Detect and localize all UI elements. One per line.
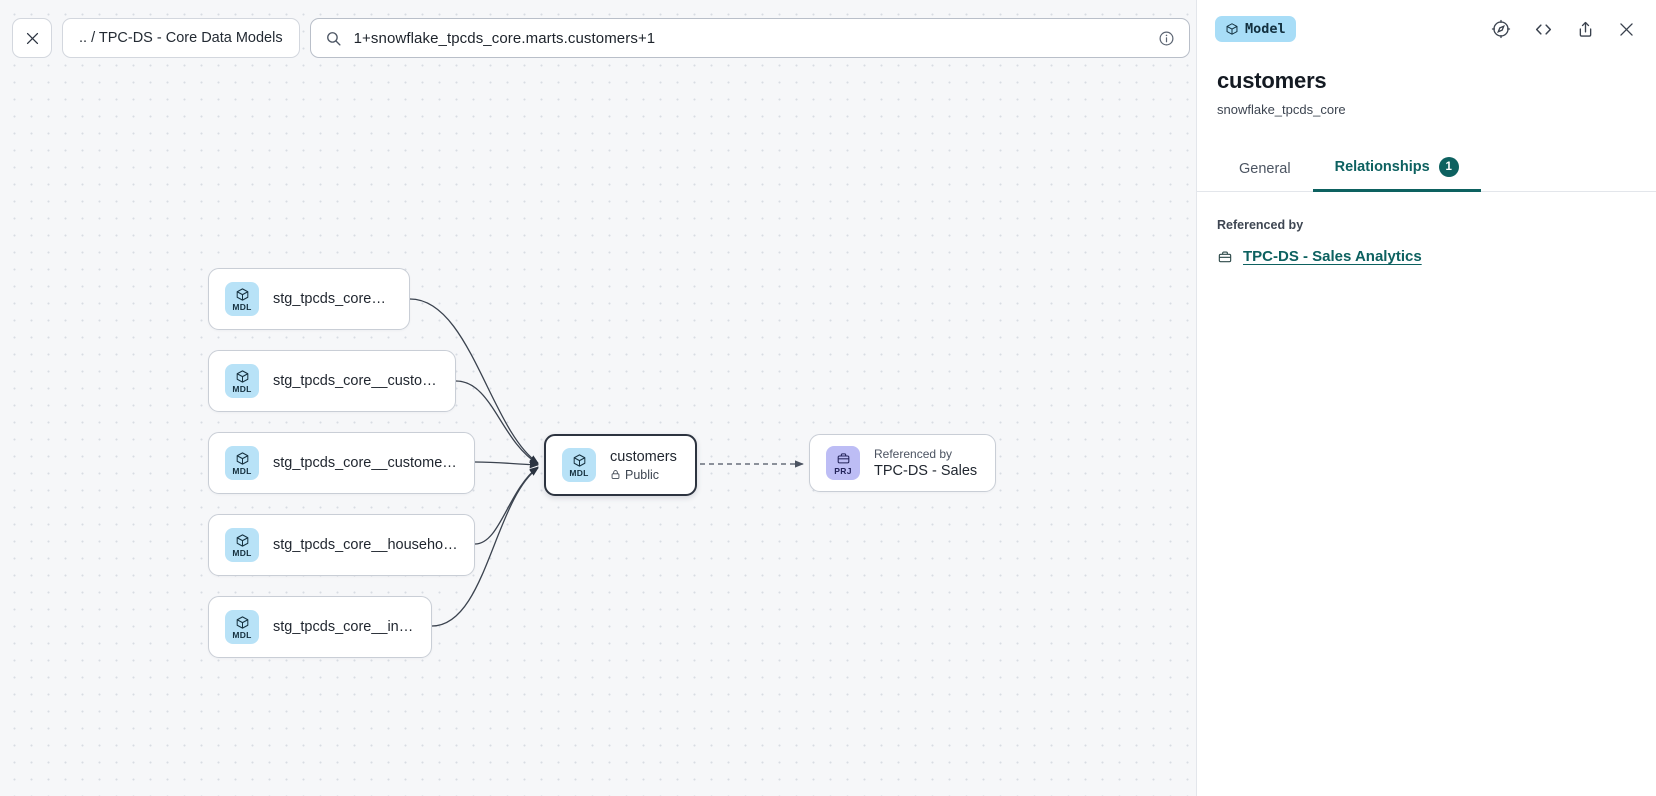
node-type-badge-mdl: MDL	[225, 364, 259, 398]
panel-content: Referenced by TPC-DS - Sales Analytics	[1197, 192, 1656, 265]
node-text: stg_tpcds_core__customer	[273, 291, 393, 307]
tab-label: General	[1239, 161, 1291, 177]
graph-node-selected-customers[interactable]: MDL customers Public	[544, 434, 697, 496]
node-visibility: Public	[610, 468, 677, 482]
cube-icon	[236, 615, 248, 629]
edge-4	[474, 466, 539, 545]
badge-label: MDL	[232, 383, 252, 394]
lineage-canvas[interactable]: .. / TPC-DS - Core Data Models 1+snowfla…	[0, 0, 1196, 796]
node-type-badge-mdl: MDL	[562, 448, 596, 482]
panel-header: customers snowflake_tpcds_core	[1197, 58, 1656, 117]
breadcrumb[interactable]: .. / TPC-DS - Core Data Models	[62, 18, 300, 58]
section-label-referenced-by: Referenced by	[1217, 218, 1304, 232]
node-title: stg_tpcds_core__customer_address	[273, 373, 439, 389]
code-icon[interactable]	[1533, 19, 1554, 40]
info-circle-icon[interactable]	[1158, 30, 1175, 47]
node-text: stg_tpcds_core__customer_address	[273, 373, 439, 389]
tab-count-badge: 1	[1438, 157, 1459, 177]
node-type-badge-prj: PRJ	[826, 446, 860, 480]
node-text: stg_tpcds_core__income_band	[273, 619, 415, 635]
edge-3	[474, 461, 539, 469]
panel-actions	[1491, 19, 1636, 40]
lineage-search[interactable]: 1+snowflake_tpcds_core.marts.customers+1	[309, 18, 1190, 58]
node-title: stg_tpcds_core__customer_demogra…	[273, 455, 458, 471]
node-text: stg_tpcds_core__household_demogr…	[273, 537, 458, 553]
badge-label: MDL	[232, 301, 252, 312]
tab-general[interactable]: General	[1217, 151, 1313, 192]
node-text: stg_tpcds_core__customer_demogra…	[273, 455, 458, 471]
search-input[interactable]: 1+snowflake_tpcds_core.marts.customers+1	[353, 29, 656, 47]
reference-link[interactable]: TPC-DS - Sales Analytics	[1243, 248, 1422, 265]
share-icon[interactable]	[1576, 20, 1595, 39]
briefcase-icon	[837, 452, 849, 463]
list-item[interactable]: TPC-DS - Sales Analytics	[1217, 248, 1636, 265]
close-icon	[1620, 22, 1633, 36]
badge-label: MDL	[232, 547, 252, 558]
close-icon	[26, 32, 38, 44]
canvas-toolbar: .. / TPC-DS - Core Data Models 1+snowfla…	[12, 18, 1196, 58]
node-title: TPC-DS - Sales Analytics	[874, 463, 979, 479]
node-eyebrow: Referenced by	[874, 447, 953, 461]
node-title: stg_tpcds_core__household_demogr…	[273, 537, 458, 553]
node-text: customers Public	[610, 449, 677, 482]
node-type-badge-mdl: MDL	[225, 610, 259, 644]
close-lineage-button[interactable]	[12, 18, 52, 58]
badge-label: MDL	[569, 467, 589, 478]
entity-kind-badge: Model	[1215, 16, 1296, 42]
node-title: stg_tpcds_core__income_band	[273, 619, 415, 635]
tab-relationships[interactable]: Relationships 1	[1312, 147, 1481, 192]
graph-node[interactable]: MDL stg_tpcds_core__household_demogr…	[208, 514, 475, 576]
panel-tabs: General Relationships 1	[1197, 147, 1656, 192]
badge-label: MDL	[232, 465, 252, 476]
cube-icon	[573, 453, 585, 467]
badge-label: MDL	[232, 629, 252, 640]
entity-kind-label: Model	[1245, 21, 1286, 37]
page-title: customers	[1217, 68, 1327, 93]
node-visibility-label: Public	[625, 467, 660, 482]
node-type-badge-mdl: MDL	[225, 446, 259, 480]
panel-toolbar: Model	[1197, 0, 1656, 58]
briefcase-icon	[1218, 251, 1232, 262]
close-panel-button[interactable]	[1617, 20, 1636, 39]
badge-label: PRJ	[834, 465, 852, 476]
node-type-badge-mdl: MDL	[225, 282, 259, 316]
lock-icon	[611, 470, 620, 479]
graph-node-project[interactable]: PRJ Referenced by TPC-DS - Sales Analyti…	[809, 434, 996, 492]
graph-node[interactable]: MDL stg_tpcds_core__customer_address	[208, 350, 456, 412]
node-title: stg_tpcds_core__customer	[273, 291, 393, 307]
cube-icon	[236, 369, 248, 383]
search-icon	[326, 31, 341, 46]
panel-subtitle: snowflake_tpcds_core	[1217, 102, 1346, 117]
details-panel: Model	[1196, 0, 1656, 796]
node-type-badge-mdl: MDL	[225, 528, 259, 562]
graph-node[interactable]: MDL stg_tpcds_core__customer_demogra…	[208, 432, 475, 494]
node-title: customers	[610, 448, 677, 465]
cube-icon	[236, 533, 248, 547]
tab-label: Relationships	[1334, 159, 1430, 175]
graph-node[interactable]: MDL stg_tpcds_core__income_band	[208, 596, 432, 658]
cube-icon	[236, 451, 248, 465]
node-text: Referenced by TPC-DS - Sales Analytics	[874, 447, 979, 479]
lineage-edges	[409, 298, 804, 627]
graph-node[interactable]: MDL stg_tpcds_core__customer	[208, 268, 410, 330]
cube-icon	[1226, 23, 1238, 35]
cube-icon	[236, 287, 248, 301]
explore-icon[interactable]	[1491, 19, 1511, 39]
